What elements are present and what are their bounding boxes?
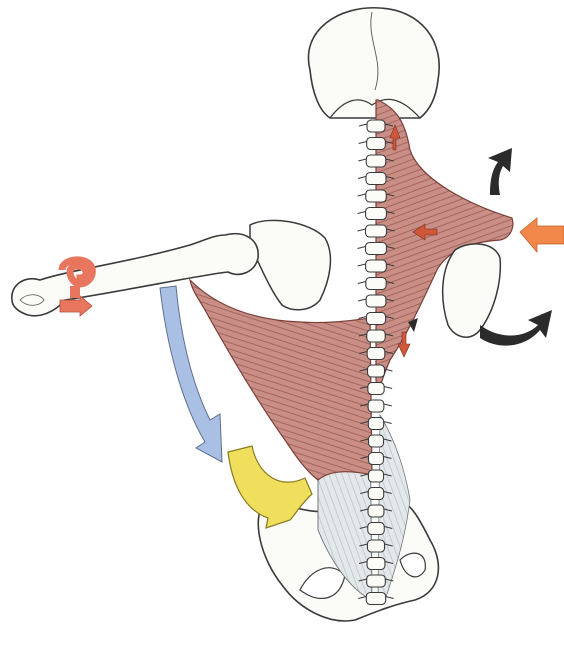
vertebra [366,155,385,167]
vertebra [367,120,385,132]
skull [308,8,439,118]
vertebra [366,208,387,220]
vertebra [366,313,385,325]
vertebra [368,365,385,377]
vertebra [368,505,384,517]
right-curved-arrow-icon [480,310,552,346]
vertebra [366,225,387,237]
vertebra [366,173,386,185]
vertebra [367,348,385,360]
vertebra [368,523,384,535]
vertebra [368,400,384,412]
vertebra [368,383,384,395]
left-straight-arrow-icon [520,218,564,252]
scapula-right [443,244,501,337]
vertebra [368,435,383,447]
vertebra [368,418,383,430]
scapula-left [250,220,330,309]
vertebra [367,330,385,342]
vertebra [368,470,383,482]
vertebra [367,540,384,552]
vertebra [367,138,386,150]
vertebra [368,453,383,465]
vertebra [366,243,387,255]
vertebra [367,558,385,570]
vertebra [366,593,385,605]
vertebra [367,575,386,587]
vertebra [368,488,383,500]
vertebra [366,278,386,290]
vertebra [366,260,387,272]
vertebra [366,190,387,202]
up-right-curved-arrow-icon [488,148,512,195]
vertebra [366,295,386,307]
